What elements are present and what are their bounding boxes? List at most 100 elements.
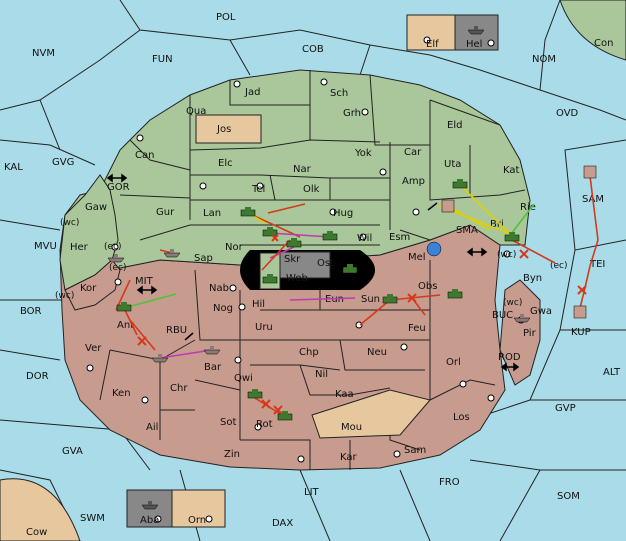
sea-label-swm: SWM — [80, 513, 105, 524]
coast-labels: (wc) (ec) (wc) (wc) (ec) (wc) (ec) — [55, 218, 568, 308]
svg-text:Eun: Eun — [325, 294, 344, 305]
svg-text:Kat: Kat — [503, 165, 520, 176]
svg-text:Uru: Uru — [255, 322, 273, 333]
svg-text:Nog: Nog — [213, 303, 233, 314]
province-gwa-pir[interactable] — [499, 279, 541, 386]
svg-text:Nil: Nil — [315, 369, 328, 380]
province-mou[interactable] — [311, 389, 431, 439]
svg-text:Ost: Ost — [317, 258, 334, 269]
unit-fleet-kup — [573, 305, 587, 319]
svg-text:(ec): (ec) — [104, 242, 122, 252]
sea-label-cob: COB — [302, 44, 324, 55]
svg-text:Feu: Feu — [408, 323, 426, 334]
sea-label-rbu: RBU — [166, 325, 187, 336]
svg-text:Ken: Ken — [112, 388, 131, 399]
sea-label-dor: DOR — [26, 371, 49, 382]
svg-text:(wc): (wc) — [60, 218, 79, 228]
sea-label-buc: BUC — [492, 310, 513, 321]
svg-text:Pir: Pir — [523, 328, 537, 339]
svg-text:Hil: Hil — [252, 299, 265, 310]
unit-army-uta — [452, 179, 468, 189]
unit-army-ost — [342, 264, 358, 274]
svg-text:Obs: Obs — [418, 281, 437, 292]
svg-text:Grh: Grh — [343, 108, 361, 119]
svg-text:Kar: Kar — [340, 452, 358, 463]
sea-label-sma: SMA — [456, 225, 478, 236]
province-web-center[interactable] — [259, 252, 281, 290]
unit-fleet-bar — [203, 346, 221, 355]
province-ost[interactable] — [279, 251, 331, 279]
svg-text:Aba: Aba — [140, 515, 159, 526]
sea-label-cow: Cow — [26, 527, 47, 538]
svg-text:Sun: Sun — [361, 294, 380, 305]
sea-label-fro: FRO — [439, 477, 460, 488]
unit-fleet-sap — [163, 249, 181, 258]
svg-text:Sch: Sch — [330, 88, 348, 99]
sea-label-ovd: OVD — [556, 108, 579, 119]
sea-label-gor: GOR — [107, 182, 130, 193]
svg-text:Car: Car — [404, 147, 422, 158]
sea-label-pol: POL — [216, 12, 236, 23]
province-borders — [119, 70, 526, 246]
svg-text:Amp: Amp — [402, 176, 425, 187]
route-arrows — [106, 173, 520, 372]
unit-fleet-hel — [467, 26, 485, 35]
unit-army-web — [262, 274, 278, 284]
svg-text:Olk: Olk — [303, 184, 320, 195]
svg-text:Lan: Lan — [203, 208, 221, 219]
svg-text:Ail: Ail — [146, 422, 158, 433]
svg-text:(wc): (wc) — [497, 250, 516, 260]
svg-text:Byn: Byn — [523, 273, 542, 284]
sea-label-nvm: NVM — [32, 48, 55, 59]
svg-text:Qwi: Qwi — [234, 373, 253, 384]
land-labels: Jad Sch Qua Jos Grh Eld Can Elc Nar Yok … — [70, 39, 552, 526]
province-jos[interactable] — [195, 114, 262, 144]
svg-text:(ec): (ec) — [550, 261, 568, 271]
svg-text:Ver: Ver — [85, 343, 102, 354]
svg-text:Neu: Neu — [367, 347, 387, 358]
svg-text:Mel: Mel — [408, 252, 426, 263]
svg-text:Bar: Bar — [204, 362, 222, 373]
svg-text:Sap: Sap — [194, 253, 213, 264]
svg-text:Bri: Bri — [490, 219, 504, 230]
sea-label-dax: DAX — [272, 518, 293, 529]
unit-fleet-chr — [151, 354, 169, 363]
svg-text:Chp: Chp — [299, 347, 319, 358]
svg-text:Web: Web — [286, 273, 308, 284]
svg-text:Can: Can — [135, 150, 154, 161]
svg-text:Chr: Chr — [170, 383, 188, 394]
sea-label-nom: NOM — [532, 54, 556, 65]
svg-text:(wc): (wc) — [55, 291, 74, 301]
svg-text:Kor: Kor — [80, 283, 97, 294]
svg-text:Uta: Uta — [444, 159, 461, 170]
units — [107, 26, 597, 510]
unit-army-nor — [262, 227, 278, 237]
sea-label-mit: MIT — [135, 276, 154, 287]
sea-label-con: Con — [594, 38, 613, 49]
sea-label-gva: GVA — [62, 446, 83, 457]
sea-label-som: SOM — [557, 491, 580, 502]
unit-army-obs — [447, 289, 463, 299]
svg-text:Jad: Jad — [244, 87, 260, 98]
svg-text:Ant: Ant — [117, 320, 134, 331]
unit-army-ant — [116, 302, 132, 312]
svg-text:Orl: Orl — [446, 357, 461, 368]
svg-text:Nor: Nor — [225, 242, 244, 253]
svg-text:Nar: Nar — [293, 164, 312, 175]
svg-text:(wc): (wc) — [503, 298, 522, 308]
svg-text:Sam: Sam — [404, 445, 426, 456]
unit-army-wil — [322, 231, 338, 241]
svg-text:Elf: Elf — [426, 39, 439, 50]
province-orn[interactable] — [171, 489, 226, 528]
svg-text:Orn: Orn — [188, 515, 206, 526]
svg-text:Gur: Gur — [156, 207, 175, 218]
province-elf[interactable] — [406, 14, 456, 51]
sea-label-rod: ROD — [498, 352, 521, 363]
svg-text:Hel: Hel — [466, 39, 482, 50]
unit-army-qwi — [247, 389, 263, 399]
svg-text:Tel: Tel — [251, 184, 265, 195]
svg-text:(ec): (ec) — [109, 263, 127, 273]
